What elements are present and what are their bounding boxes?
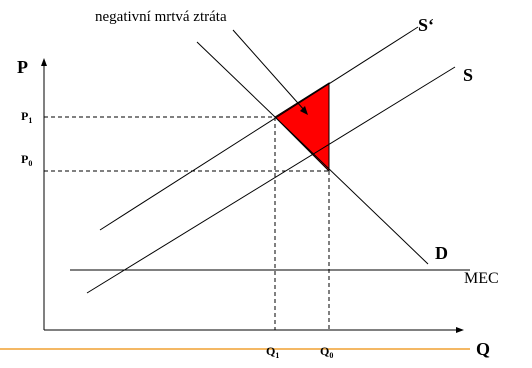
social-supply-curve bbox=[99, 26, 419, 231]
private-supply-label: S bbox=[463, 65, 473, 85]
deadweight-loss-triangle bbox=[274, 82, 330, 173]
demand-curve bbox=[196, 41, 429, 265]
mec-label: MEC bbox=[464, 270, 499, 287]
y-axis-arrow bbox=[41, 58, 47, 66]
demand-label: D bbox=[435, 243, 448, 263]
x-axis-arrow bbox=[456, 327, 464, 333]
p0-tick-label: P0 bbox=[21, 152, 32, 168]
annotation-label: negativní mrtvá ztráta bbox=[95, 9, 227, 25]
x-axis-label: Q bbox=[476, 339, 490, 359]
q0-tick-label: Q0 bbox=[320, 344, 333, 360]
annotation-arrow bbox=[232, 29, 306, 112]
social-supply-label: S‘ bbox=[418, 15, 434, 35]
q1-tick-label: Q1 bbox=[266, 344, 279, 360]
p1-tick-label: P1 bbox=[21, 109, 32, 125]
annotation-arrowhead bbox=[300, 106, 308, 115]
y-axis-label: P bbox=[17, 57, 28, 77]
private-supply-curve bbox=[86, 66, 456, 294]
